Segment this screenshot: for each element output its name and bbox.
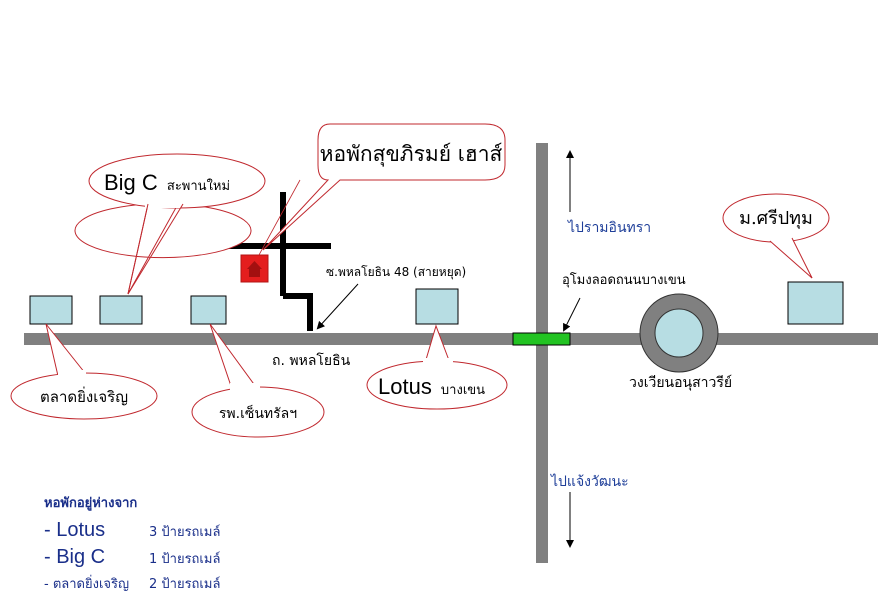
bigc-branch: สะพานใหม่	[167, 178, 230, 194]
legend-title: หอพักอยู่ห่างจาก	[44, 496, 138, 511]
lotus-name: Lotus	[378, 374, 432, 399]
main-road-phahonyothin	[24, 333, 878, 345]
legend-item-market: - ตลาดยิ่งเจริญ 2 ป้ายรถเมล์	[44, 573, 220, 600]
legend-item-name: - ตลาดยิ่งเจริญ	[44, 577, 130, 592]
legend-item-distance: 3 ป้ายรถเมล์	[149, 525, 221, 540]
tunnel-label: อุโมงลอดถนนบางเขน	[562, 272, 686, 288]
building-bigc[interactable]	[99, 295, 143, 325]
legend-item-distance: 1 ป้ายรถเมล์	[149, 552, 221, 567]
to-ramintra-label: ไปรามอินทรา	[567, 219, 651, 236]
market-name: ตลาดยิ่งเจริญ	[40, 386, 128, 406]
distance-legend: หอพักอยู่ห่างจาก - Lotus 3 ป้ายรถเมล์ - …	[44, 492, 220, 600]
roundabout	[639, 293, 719, 373]
svg-text:Big C สะพานใหม่: Big C สะพานใหม่	[104, 170, 230, 195]
to-chaengwattana-label: ไปแจ้งวัฒนะ	[550, 473, 629, 490]
legend-item-name: - Big C	[44, 546, 106, 568]
callout-hospital: รพ.เซ็นทรัลฯ	[191, 323, 325, 438]
tunnel-marker	[512, 332, 571, 346]
tunnel-pointer-arrow	[563, 297, 581, 332]
svg-text:Lotus บางเขน: Lotus บางเขน	[378, 374, 485, 399]
roundabout-label: วงเวียนอนุสาวรีย์	[629, 374, 732, 391]
bigc-name: Big C	[104, 170, 158, 195]
soi-pointer-arrow	[316, 283, 359, 330]
legend-item-name: - Lotus	[44, 519, 106, 541]
dorm-name: หอพักสุขภิรมย์ เฮาส์	[320, 142, 503, 167]
hospital-name: รพ.เซ็นทรัลฯ	[219, 404, 297, 422]
callout-lotus: Lotus บางเขน	[366, 324, 508, 410]
sripatum-name: ม.ศรีปทุม	[739, 208, 813, 229]
cross-road-bangkhen	[536, 143, 548, 563]
legend-item-distance: 2 ป้ายรถเมล์	[149, 577, 221, 592]
callout-market: ตลาดยิ่งเจริญ	[10, 323, 158, 420]
callout-bigc: Big C สะพานใหม่	[74, 153, 266, 295]
soi-label: ซ.พหลโยธิน 48 (สายหยุด)	[326, 265, 466, 280]
legend-item-lotus: - Lotus 3 ป้ายรถเมล์	[44, 519, 220, 546]
building-sripatum[interactable]	[787, 281, 844, 325]
legend-item-bigc: - Big C 1 ป้ายรถเมล์	[44, 546, 220, 573]
building-market[interactable]	[29, 295, 73, 325]
lotus-branch: บางเขน	[441, 383, 485, 398]
building-lotus[interactable]	[415, 288, 459, 325]
callout-dorm: หอพักสุขภิรมย์ เฮาส์	[258, 123, 506, 256]
soi-phahonyothin-48	[227, 192, 331, 331]
main-road-label: ถ. พหลโยธิน	[272, 352, 351, 369]
callout-sripatum: ม.ศรีปทุม	[722, 193, 830, 279]
building-hospital[interactable]	[190, 295, 227, 325]
house-icon[interactable]	[240, 254, 269, 283]
